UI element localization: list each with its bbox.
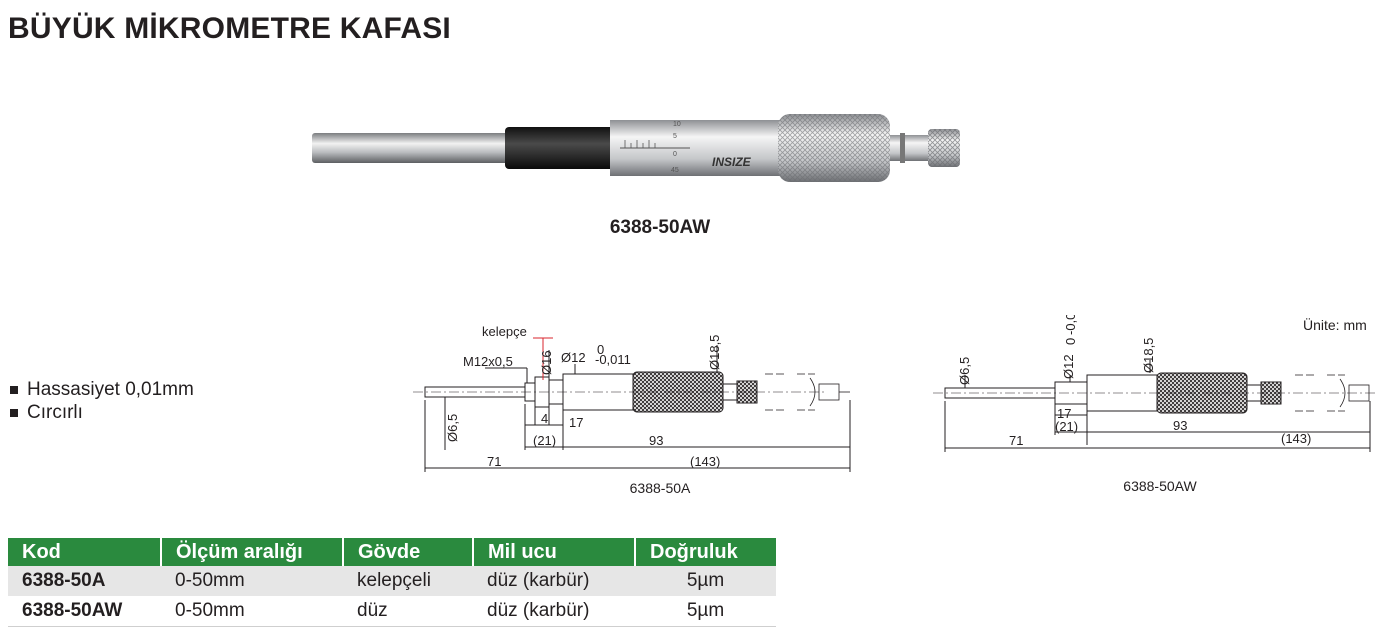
cell-accuracy: 5µm [635, 566, 776, 596]
thread-label: M12x0,5 [463, 354, 513, 369]
tol-lower-label: -0,011 [595, 352, 631, 367]
feature-item: Hassasiyet 0,01mm [8, 378, 194, 401]
product-photo: 10 5 0 45 INSIZE [312, 114, 960, 182]
dim-17-label: 17 [569, 415, 583, 430]
dim-71-label: 71 [487, 454, 501, 469]
dia6-label: Ø6,5 [957, 357, 972, 385]
brand-logo: INSIZE [712, 155, 752, 169]
tol-upper-label: 0 [597, 342, 604, 357]
dimension-labels-b: Ø6,5 Ø12 0 -0,011 Ø18,5 17 (21) 93 71 (1… [957, 315, 1311, 448]
dia18-label: Ø18,5 [707, 335, 722, 370]
scale-mark-10: 10 [673, 121, 681, 128]
table-row: 6388-50AW 0-50mm düz düz (karbür) 5µm [8, 596, 776, 627]
drawing-a-caption: 6388-50A [629, 480, 691, 496]
cell-tip: düz (karbür) [473, 596, 635, 627]
header-mil-ucu: Mil ucu [473, 538, 636, 566]
square-bullet-icon [10, 385, 18, 394]
dim-21-label: (21) [533, 433, 556, 448]
dia16-label: Ø16 [539, 350, 554, 375]
cell-range: 0-50mm [161, 596, 343, 627]
dim-93-label: 93 [1173, 418, 1187, 433]
scale-mark-5: 5 [673, 133, 677, 140]
cell-accuracy: 5µm [635, 596, 776, 627]
cell-range: 0-50mm [161, 566, 343, 596]
technical-drawing-6388-50a: kelepçe M12x0,5 Ø16 Ø12 0 -0,011 Ø18,5 Ø… [413, 324, 851, 472]
cell-body: kelepçeli [343, 566, 473, 596]
dia18-label: Ø18,5 [1141, 338, 1156, 373]
square-bullet-icon [10, 408, 18, 417]
dimension-labels-a: kelepçe M12x0,5 Ø16 Ø12 0 -0,011 Ø18,5 Ø… [445, 324, 722, 469]
photo-caption: 6388-50AW [609, 217, 711, 238]
unit-label: Ünite: mm [1303, 317, 1367, 333]
dim-21-label: (21) [1055, 419, 1078, 434]
dim-71-label: 71 [1009, 433, 1023, 448]
dim-93-label: 93 [649, 433, 663, 448]
drawing-b-caption: 6388-50AW [1123, 478, 1197, 494]
dia12-label: Ø12 [1061, 354, 1076, 379]
scale-mark-45: 45 [671, 167, 679, 174]
table-header-row: Kod Ölçüm aralığı Gövde Mil ucu Doğruluk [8, 538, 776, 566]
header-dogruluk: Doğruluk [635, 538, 776, 566]
scale-mark-0: 0 [673, 151, 677, 158]
page-title: BÜYÜK MİKROMETRE KAFASI [8, 12, 451, 45]
header-olcum-araligi: Ölçüm aralığı [161, 538, 344, 566]
dim-17-label: 17 [1057, 406, 1071, 421]
cell-kod: 6388-50AW [8, 596, 161, 627]
dia12-label: Ø12 [561, 350, 586, 365]
cell-body: düz [343, 596, 473, 627]
technical-drawing-6388-50aw: Ø6,5 Ø12 0 -0,011 Ø18,5 17 (21) 93 71 (1… [933, 315, 1375, 452]
header-kod: Kod [8, 538, 162, 566]
dim-4-label: 4 [541, 411, 548, 426]
spec-table: Kod Ölçüm aralığı Gövde Mil ucu Doğruluk… [8, 538, 776, 627]
dim-143-label: (143) [1281, 431, 1311, 446]
header-govde: Gövde [343, 538, 474, 566]
cell-tip: düz (karbür) [473, 566, 635, 596]
clamp-label: kelepçe [482, 324, 527, 339]
table-row: 6388-50A 0-50mm kelepçeli düz (karbür) 5… [8, 566, 776, 596]
dia6-label: Ø6,5 [445, 414, 460, 442]
feature-list: Hassasiyet 0,01mm Cırcırlı [8, 378, 194, 424]
tol-lower-label: -0,011 [1063, 315, 1078, 335]
dim-143-label: (143) [690, 454, 720, 469]
tol-upper-label: 0 [1063, 338, 1078, 345]
feature-item: Cırcırlı [8, 401, 194, 424]
cell-kod: 6388-50A [8, 566, 161, 596]
